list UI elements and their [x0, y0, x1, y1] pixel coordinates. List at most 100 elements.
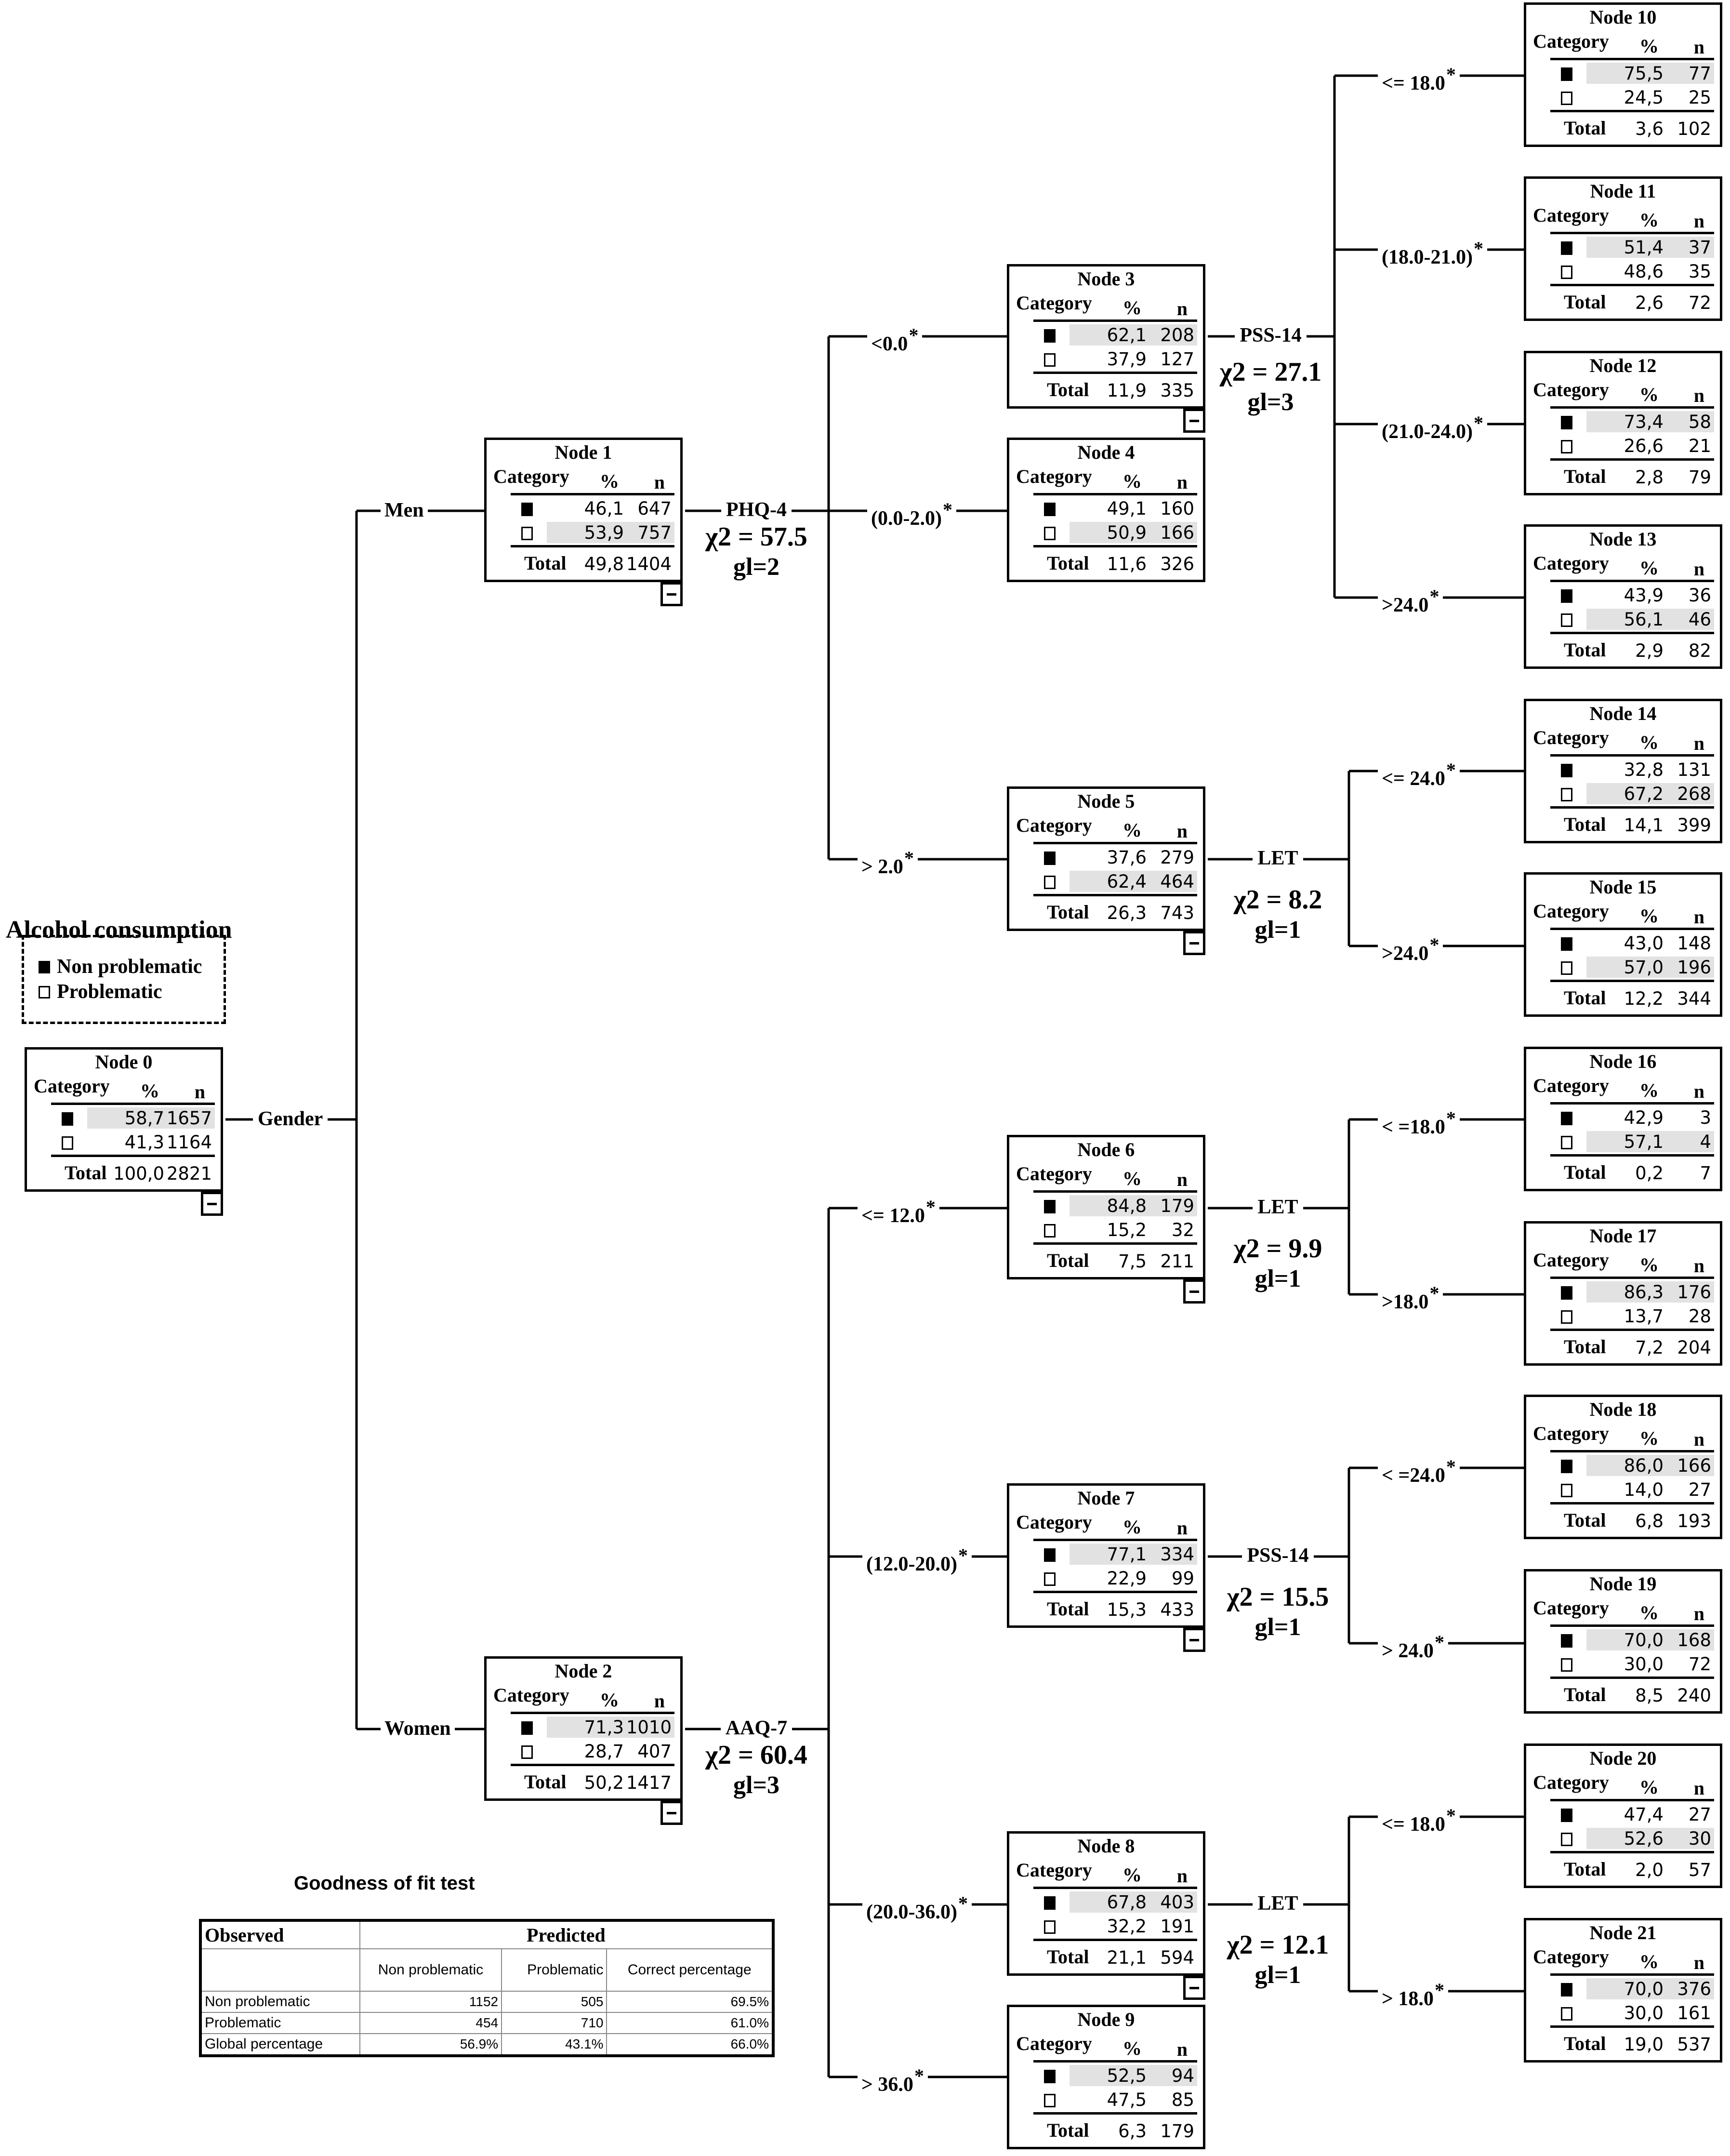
branch-label: Women — [381, 1718, 455, 1739]
node-title: Node 7 — [1077, 1487, 1135, 1509]
total-label: Total — [1564, 1858, 1606, 1880]
collapse-node-button[interactable] — [660, 1801, 683, 1825]
split-df: gl=1 — [1255, 1264, 1301, 1292]
header-n: n — [1693, 1428, 1704, 1450]
cell-percent: 43,9 — [1624, 585, 1664, 606]
filled-square-icon — [1044, 1548, 1056, 1562]
split-variable: PHQ-4 — [721, 498, 792, 522]
gof-row-label: Global percentage — [200, 2033, 360, 2056]
node-title: Node 5 — [1077, 790, 1135, 812]
node-header: Category%n — [1531, 726, 1715, 754]
total-label: Total — [1564, 1161, 1606, 1183]
node-title: Node 20 — [1589, 1747, 1657, 1769]
cell-percent: 84,8 — [1107, 1196, 1147, 1216]
filled-square-icon — [1044, 2070, 1056, 2083]
split-variable: PSS-14 — [1242, 1544, 1314, 1568]
divider — [1550, 1624, 1714, 1627]
total-label: Total — [1564, 639, 1606, 661]
cell-percent: 86,0 — [1624, 1455, 1664, 1476]
cell-percent: 24,5 — [1624, 87, 1664, 108]
cell-percent: 26,6 — [1624, 436, 1664, 456]
total-n: 1417 — [626, 1772, 672, 1793]
split-df: gl=3 — [1247, 388, 1294, 416]
cell-n: 168 — [1677, 1630, 1711, 1650]
collapse-node-button[interactable] — [1183, 409, 1205, 433]
node-header: Category%n — [1531, 1771, 1715, 1799]
node-title: Node 13 — [1589, 528, 1657, 550]
total-n: 7 — [1700, 1163, 1711, 1184]
branch-label: > 36.0* — [858, 2066, 928, 2095]
cell-n: 30 — [1688, 1828, 1711, 1849]
legend-label: Non problematic — [57, 956, 202, 978]
header-percent: % — [1123, 1516, 1142, 1538]
node-title: Node 2 — [555, 1660, 612, 1682]
divider — [1550, 406, 1714, 409]
split-chi-square: χ2 = 12.1 — [1227, 1930, 1329, 1960]
header-n: n — [1693, 1080, 1704, 1102]
collapse-node-button[interactable] — [660, 582, 683, 606]
collapse-node-button[interactable] — [201, 1192, 223, 1216]
branch-label: (20.0-36.0)* — [862, 1894, 972, 1922]
branch-label: <= 18.0* — [1378, 1806, 1460, 1835]
split-variable: LET — [1253, 847, 1303, 870]
node-header: Category%n — [1014, 1511, 1198, 1539]
collapse-node-button[interactable] — [1183, 1628, 1205, 1652]
divider — [1550, 1450, 1714, 1452]
node-header: Category%n — [1014, 292, 1198, 319]
split-variable: Gender — [253, 1107, 328, 1131]
collapse-node-button[interactable] — [1183, 1279, 1205, 1304]
collapse-node-button[interactable] — [1183, 931, 1205, 955]
gof-col-header: Problematic — [501, 1948, 607, 1992]
header-n: n — [654, 1690, 665, 1712]
branch-label: <= 24.0* — [1378, 760, 1460, 789]
cell-n: 647 — [637, 498, 672, 519]
cell-n: 58 — [1688, 412, 1711, 432]
cell-n: 28 — [1688, 1306, 1711, 1327]
total-percent: 2,8 — [1635, 467, 1664, 488]
branch-label: >24.0* — [1378, 935, 1443, 964]
legend-item-problematic: Problematic — [39, 979, 224, 1004]
gof-row: Non problematic 1152 505 69.5% — [200, 1991, 774, 2013]
filled-square-icon — [1561, 589, 1572, 603]
total-n: 240 — [1677, 1685, 1711, 1706]
cell-n: 161 — [1677, 2003, 1711, 2023]
collapse-node-button[interactable] — [1183, 1976, 1205, 2000]
empty-square-icon — [1044, 876, 1056, 889]
gof-cell: 1152 — [359, 1991, 502, 2013]
cell-percent: 67,8 — [1107, 1892, 1147, 1913]
empty-square-icon — [1044, 527, 1056, 540]
legend-item-non-problematic: Non problematic — [39, 954, 224, 979]
predicted-highlight — [1586, 1978, 1714, 1999]
filled-square-icon — [1561, 1983, 1572, 1996]
